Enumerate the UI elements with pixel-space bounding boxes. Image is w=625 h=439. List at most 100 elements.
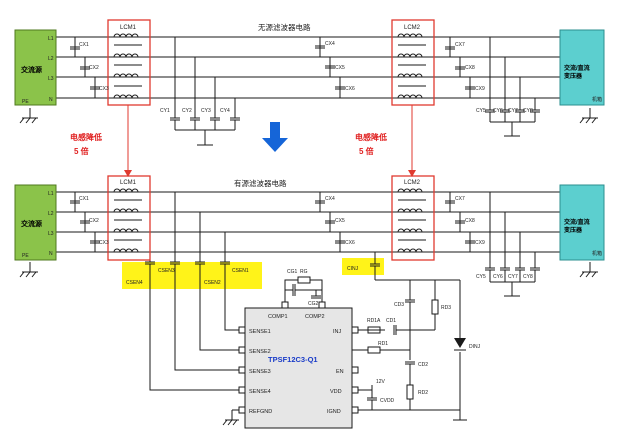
top-choke1-label: LCM1 [120,25,137,31]
top-source-label: 交流源 [21,65,42,74]
bottom-cy6: CY6 [493,274,503,280]
cd1-label: CD1 [386,318,396,324]
rg-label: RG [300,269,308,275]
csen4-label: CSEN4 [126,280,143,286]
bottom-cy7: CY7 [508,274,518,280]
bottom-cx8: CX8 [465,218,475,224]
pin-sense4: SENSE4 [249,389,271,395]
top-choke1-frame [107,19,151,106]
top-pin-l3: L3 [48,76,54,82]
top-ac-source-box [14,29,57,106]
top-cx1: CX1 [79,42,89,48]
pin-sense1: SENSE1 [249,329,271,335]
left-note-arrowhead [124,170,132,177]
top-cx2: CX2 [89,65,99,71]
pin-ignd: IGND [327,409,341,415]
highlighted-caps [145,258,380,289]
cg1-label: CG1 [287,269,298,275]
ic-tpsf12c3 [244,307,353,429]
bottom-coils [113,188,426,253]
top-pin-l1: L1 [48,36,54,42]
ic-name: TPSF12C3-Q1 [268,355,318,364]
top-cy4: CY4 [220,108,230,114]
bottom-pin-pe: PE [22,253,29,259]
top-diagram [19,36,598,146]
csen3-label: CSEN3 [158,268,175,274]
supply-12v: 12V [376,379,386,385]
bottom-choke1-frame [107,175,151,261]
top-cy2: CY2 [182,108,192,114]
top-title: 无源滤波器电路 [258,22,311,32]
bottom-cy8: CY8 [523,274,533,280]
bottom-cx6: CX6 [345,240,355,246]
dinj-diode-icon [454,338,466,348]
top-cx4: CX4 [325,41,335,47]
top-cx6: CX6 [345,86,355,92]
pin-sense3: SENSE3 [249,369,271,375]
top-cy5: CY5 [476,108,486,114]
ic-pins [238,301,359,414]
pin-refgnd: REFGND [249,409,272,415]
bottom-load-label-line1: 交流/直流 [564,218,590,226]
pin-vdd: VDD [330,389,342,395]
down-arrow-icon [262,122,288,152]
top-cx9: CX9 [475,86,485,92]
top-cx7: CX7 [455,42,465,48]
top-load-label: 交流/直流 变压器 [564,64,591,80]
top-cx8: CX8 [465,65,475,71]
rd2-label: RD2 [418,390,428,396]
bottom-cx2: CX2 [89,218,99,224]
top-cy7: CY7 [508,108,518,114]
right-note-arrowhead [408,170,416,177]
bottom-cx3: CX3 [99,240,109,246]
top-cy1: CY1 [160,108,170,114]
bottom-cx5: CX5 [335,218,345,224]
bottom-pin-l1: L1 [48,191,54,197]
rd3-label: RD3 [441,305,451,311]
top-cy3: CY3 [201,108,211,114]
top-coils [113,33,426,99]
bottom-pin-n: N [49,251,53,257]
bottom-choke2-label: LCM2 [404,180,421,186]
top-cx5: CX5 [335,65,345,71]
bottom-choke2-frame [391,175,435,261]
bottom-load-box [559,184,605,261]
sense-caps-highlight [122,262,262,289]
right-note: 电感降低 5 倍 [355,132,389,156]
pin-sense2: SENSE2 [249,349,271,355]
dinj-label: DINJ [469,344,481,350]
bottom-cx9: CX9 [475,240,485,246]
csen1-label: CSEN1 [232,268,249,274]
bottom-cx4: CX4 [325,196,335,202]
top-pin-l2: L2 [48,56,54,62]
top-load-label-line2: 变压器 [564,72,583,80]
csen2-label: CSEN2 [204,280,221,286]
bottom-load-label: 交流/直流 变压器 [564,218,591,234]
top-cy6: CY6 [493,108,503,114]
top-pin-n: N [49,97,53,103]
bottom-load-frame: 机箱 [592,250,602,257]
rd1a-label: RD1A [367,318,381,324]
left-note: 电感降低 5 倍 [70,132,104,156]
bottom-cx1: CX1 [79,196,89,202]
bottom-cy5: CY5 [476,274,486,280]
bottom-choke1-label: LCM1 [120,180,137,186]
pin-inj: INJ [333,329,342,335]
top-load-box [559,29,605,106]
bottom-pin-l3: L3 [48,231,54,237]
pin-comp1: COMP1 [268,314,288,320]
pin-comp2: COMP2 [305,314,325,320]
cd2-label: CD2 [418,362,428,368]
cvdd-label: CVDD [380,398,395,404]
top-choke2-label: LCM2 [404,25,421,31]
bottom-title: 有源滤波器电路 [234,178,287,188]
left-note-line2: 5 倍 [74,146,89,156]
top-choke2-frame [391,19,435,106]
cd3-label: CD3 [394,302,404,308]
top-cx3: CX3 [99,86,109,92]
pin-en: EN [336,369,344,375]
rd1-label: RD1 [378,341,388,347]
bottom-cx7: CX7 [455,196,465,202]
cinj-label: CINJ [347,266,359,272]
